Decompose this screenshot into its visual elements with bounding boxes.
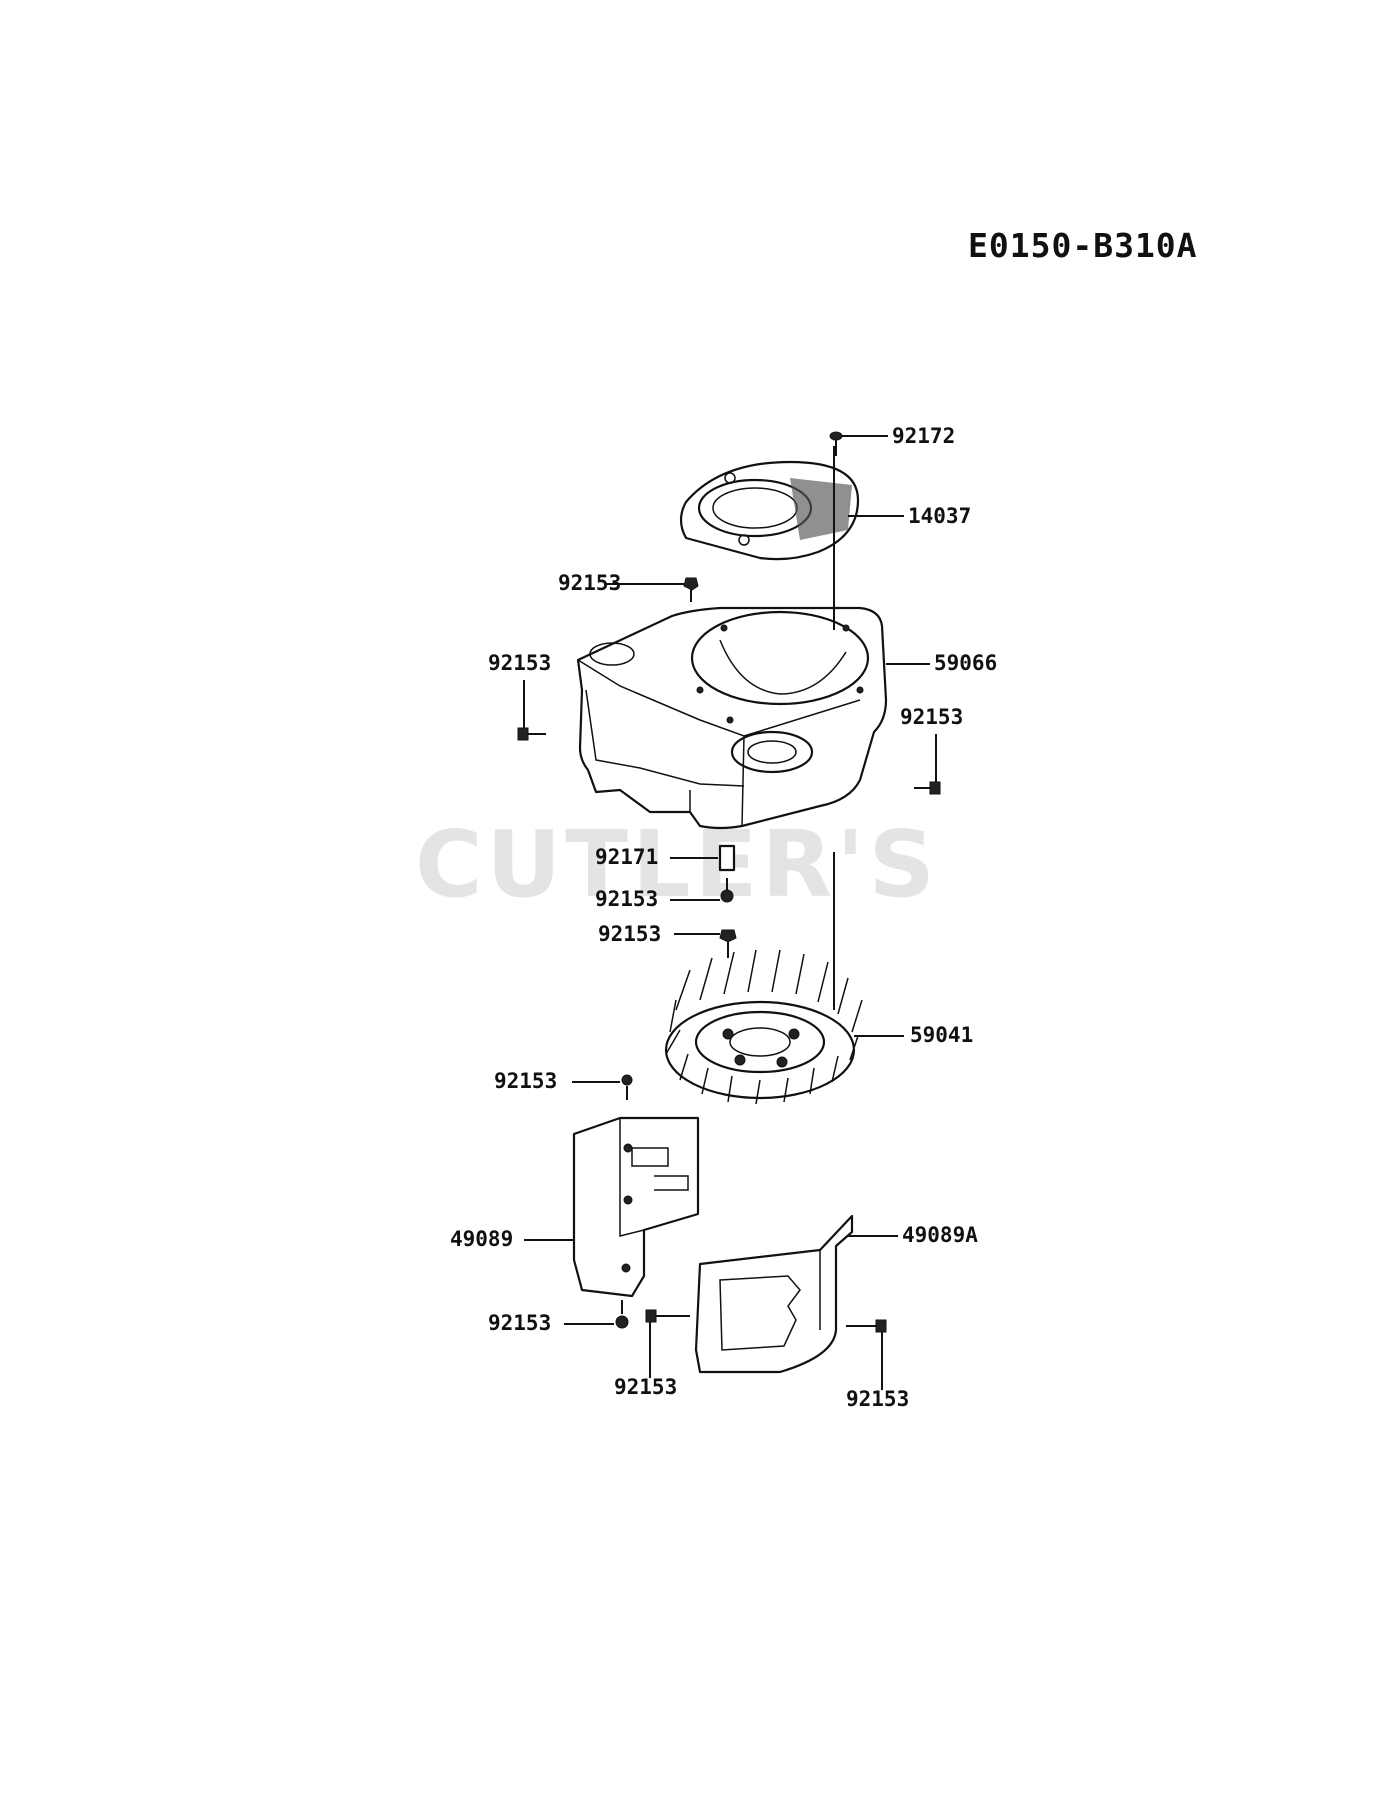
plate-49089A	[694, 1214, 854, 1374]
part-label-49089: 49089	[450, 1227, 513, 1251]
part-label-92171: 92171	[595, 845, 658, 869]
fan-fins	[665, 949, 863, 1105]
bolt-92153-plate-bottom	[615, 1300, 629, 1329]
part-label-92153-plate-bottom: 92153	[488, 1311, 551, 1335]
bolt-92153-left	[517, 727, 546, 741]
part-label-92153-top: 92153	[558, 571, 621, 595]
part-label-59041: 59041	[910, 1023, 973, 1047]
diagram-reference-code: E0150-B310A	[968, 226, 1198, 265]
bolt-92153-plate-a-right	[846, 1319, 887, 1333]
part-label-92153-collar: 92153	[595, 887, 658, 911]
fan-59041	[664, 949, 863, 1105]
shroud-59066	[576, 606, 888, 830]
part-label-92153-fan: 92153	[598, 922, 661, 946]
part-label-92172: 92172	[892, 424, 955, 448]
part-label-49089A: 49089A	[902, 1223, 978, 1247]
screw-92172	[829, 431, 843, 456]
bolt-92153-right	[914, 781, 941, 795]
part-label-92153-left: 92153	[488, 651, 551, 675]
watermark: CUTLER'S	[415, 811, 939, 918]
collar-92171	[718, 844, 736, 872]
part-label-14037: 14037	[908, 504, 971, 528]
part-label-92153-right: 92153	[900, 705, 963, 729]
screen-mesh	[790, 478, 852, 540]
bolt-92153-plate-top	[621, 1074, 633, 1100]
part-label-92153-plate: 92153	[494, 1069, 557, 1093]
part-label-92153-bottom-center: 92153	[614, 1375, 677, 1399]
plate-49089	[572, 1116, 700, 1298]
bolt-92153-top	[683, 577, 699, 602]
leader-lines	[523, 435, 937, 1390]
part-label-59066: 59066	[934, 651, 997, 675]
bolt-92153-fan	[719, 929, 737, 958]
bolt-92153-plate-a-left	[645, 1309, 690, 1323]
bolt-92153-under-collar	[720, 878, 734, 903]
screen-14037	[679, 460, 860, 561]
part-label-92153-bottom-right: 92153	[846, 1387, 909, 1411]
